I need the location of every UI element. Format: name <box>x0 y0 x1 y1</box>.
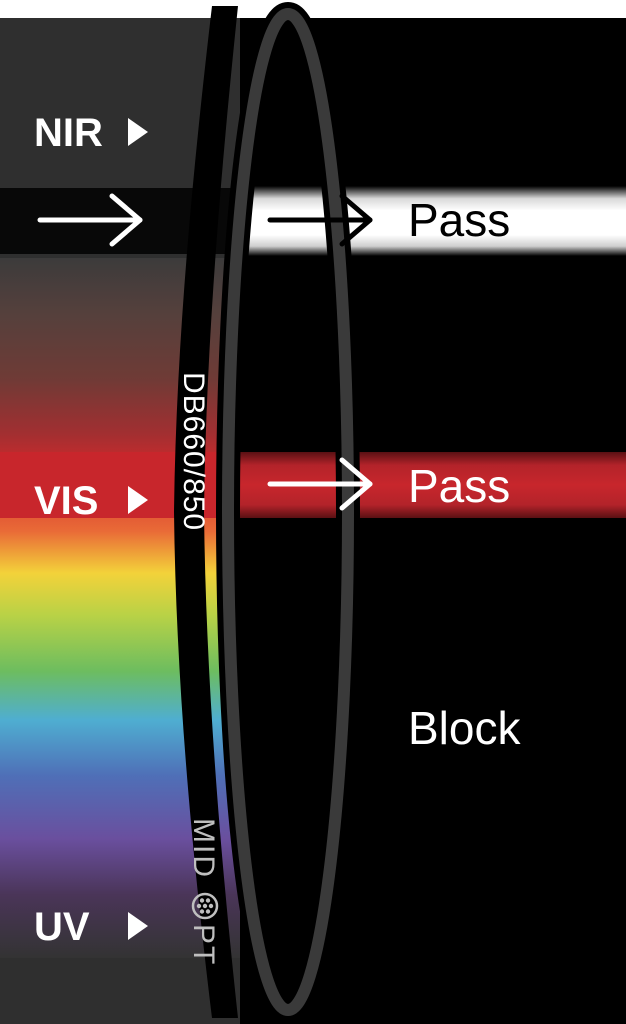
brand-suffix-text: PT <box>187 924 220 966</box>
arrow-right-icon <box>267 457 373 511</box>
nir-label: NIR <box>34 111 103 155</box>
vis-label: VIS <box>34 479 98 523</box>
play-triangle-icon <box>128 118 148 146</box>
vis-pass-label: Pass <box>408 460 510 512</box>
filter-ring <box>174 2 360 1022</box>
block-label: Block <box>408 702 521 754</box>
play-triangle-icon <box>128 912 148 940</box>
nir-pass-label: Pass <box>408 194 510 246</box>
lens-logo-icon <box>191 892 219 920</box>
filter-rim-face <box>174 6 238 1018</box>
arrow-right-icon <box>37 193 143 247</box>
brand-logo: MID PT <box>187 818 220 966</box>
play-triangle-icon <box>128 486 148 514</box>
brand-prefix-text: MID <box>187 818 220 879</box>
filter-model-text: DB660/850 <box>177 372 210 531</box>
arrow-right-icon <box>267 193 373 247</box>
uv-label: UV <box>34 905 90 949</box>
